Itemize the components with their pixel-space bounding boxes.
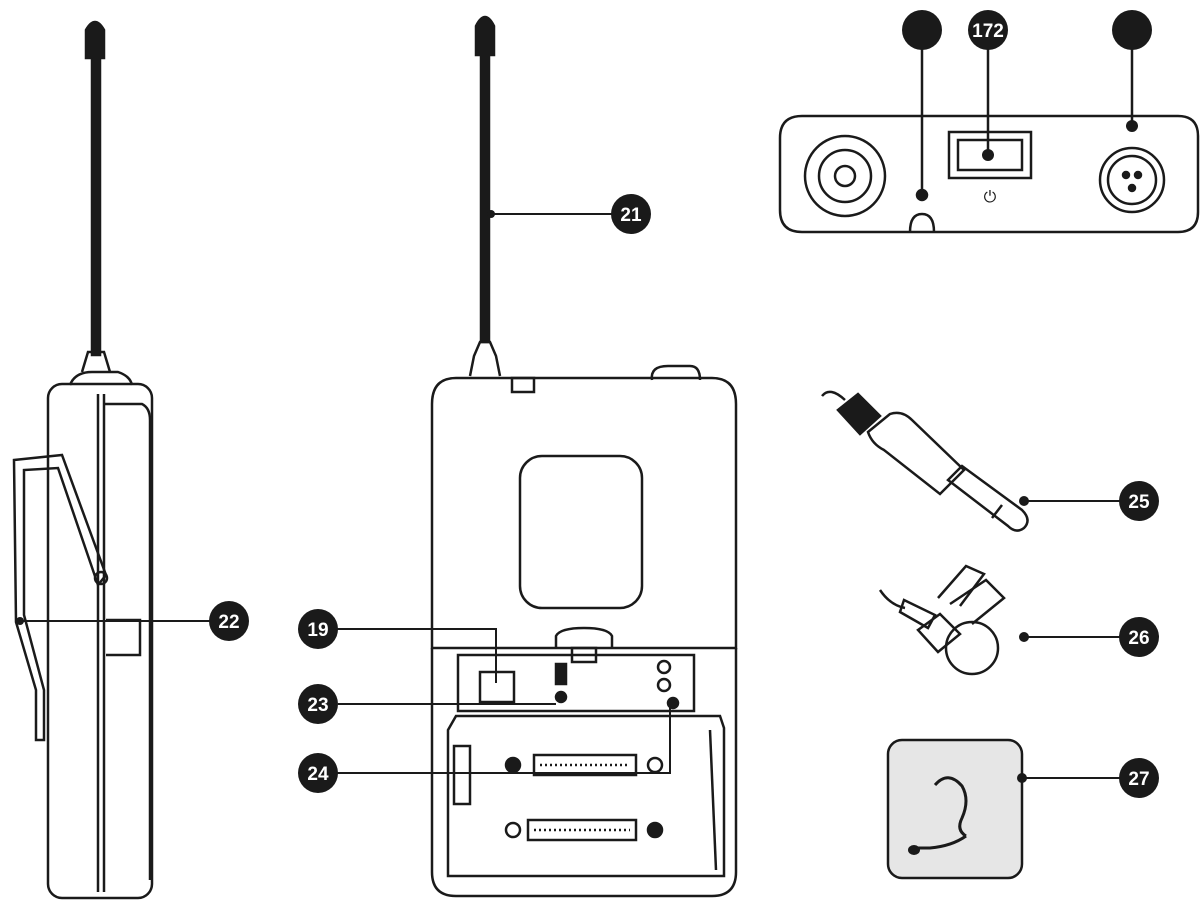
gain-knob bbox=[554, 690, 568, 704]
quarter-inch-plug bbox=[821, 390, 1029, 532]
mini-xlr-outer bbox=[1098, 146, 1166, 214]
front-antenna-tip bbox=[474, 15, 496, 57]
xlr-pin-1 bbox=[1121, 170, 1131, 180]
lav-clip-front bbox=[949, 578, 1006, 625]
xlr-pin-3 bbox=[1127, 183, 1137, 193]
callout-24-label: 24 bbox=[307, 764, 329, 785]
callout-19-marker bbox=[298, 609, 338, 649]
plug-ring bbox=[991, 504, 1003, 519]
bodypack-front-view bbox=[430, 15, 738, 898]
top-panel-view bbox=[778, 114, 1200, 234]
front-top-bump-left bbox=[510, 376, 536, 394]
top-panel-callouts: 172 bbox=[902, 10, 1152, 190]
headset-boom bbox=[916, 834, 967, 850]
lav-cable-relief bbox=[898, 598, 937, 630]
callout-27-label: 27 bbox=[1128, 769, 1149, 790]
xlr-leader-dot bbox=[1126, 120, 1138, 132]
battery-screw-2 bbox=[646, 756, 664, 774]
antenna-socket-mid bbox=[817, 148, 873, 204]
indicator-notch bbox=[908, 212, 936, 233]
callout-25-label: 25 bbox=[1128, 492, 1150, 513]
headset-mic-box bbox=[886, 738, 1024, 880]
front-upper-body bbox=[430, 376, 738, 650]
callout-23-label: 23 bbox=[307, 695, 328, 716]
callout-23-marker bbox=[298, 684, 338, 724]
lav-capsule bbox=[944, 620, 1000, 676]
dip-switch bbox=[554, 662, 568, 686]
leader-24 bbox=[336, 703, 671, 774]
front-antenna-base bbox=[468, 340, 502, 377]
callout-26-label: 26 bbox=[1128, 628, 1149, 649]
clip-pivot bbox=[93, 570, 109, 586]
dot-25 bbox=[1019, 496, 1029, 506]
battery-screw-4 bbox=[646, 821, 664, 839]
callout-led-marker bbox=[902, 10, 942, 50]
belt-clip bbox=[12, 453, 108, 742]
switch-leader-dot bbox=[982, 149, 994, 161]
side-top-cap bbox=[68, 370, 134, 386]
battery-screw-1 bbox=[504, 756, 522, 774]
headset-box-frame bbox=[886, 738, 1024, 880]
lav-body bbox=[916, 612, 962, 654]
compartment-edge bbox=[708, 729, 718, 871]
dot-21 bbox=[487, 210, 495, 218]
control-panel bbox=[456, 653, 696, 713]
antenna-socket-inner bbox=[833, 164, 857, 188]
side-step bbox=[106, 618, 142, 657]
plug-barrel bbox=[866, 411, 966, 496]
callout-25-marker bbox=[1119, 481, 1159, 521]
headset-capsule-icon bbox=[908, 845, 920, 855]
led-indicator bbox=[915, 188, 929, 202]
callout-xlr-marker bbox=[1112, 10, 1152, 50]
callout-markers: 21 22 19 23 24 25 26 27 bbox=[209, 194, 1159, 798]
plug-cable bbox=[821, 390, 846, 401]
battery-contact-bottom bbox=[526, 818, 638, 842]
callout-24-marker bbox=[298, 753, 338, 793]
xlr-pin-2 bbox=[1133, 170, 1143, 180]
front-antenna-rod bbox=[479, 55, 491, 344]
plug-shaft bbox=[946, 464, 1029, 532]
lavalier-mic bbox=[878, 564, 1006, 676]
front-window bbox=[518, 454, 644, 610]
antenna-socket-outer bbox=[803, 134, 887, 218]
top-panel-body bbox=[778, 114, 1200, 234]
side-antenna-base bbox=[80, 350, 112, 373]
callout-19-label: 19 bbox=[307, 620, 328, 641]
power-switch-frame bbox=[947, 130, 1033, 180]
dot-22 bbox=[16, 617, 24, 625]
dot-26 bbox=[1019, 632, 1029, 642]
front-lower-body bbox=[430, 648, 738, 898]
front-top-bump-right bbox=[650, 364, 702, 381]
callout-21-label: 21 bbox=[620, 205, 642, 226]
side-rear-panel bbox=[104, 402, 152, 880]
leader-19 bbox=[336, 628, 497, 683]
power-symbol-icon: ⏻ bbox=[984, 187, 997, 206]
power-switch bbox=[956, 138, 1024, 172]
battery-latch bbox=[452, 744, 472, 806]
dot-27 bbox=[1017, 773, 1027, 783]
callout-22-marker bbox=[209, 601, 249, 641]
leader-dots bbox=[16, 210, 1029, 783]
battery-screw-3 bbox=[504, 821, 522, 839]
battery-compartment bbox=[446, 714, 726, 878]
battery-contact-top bbox=[532, 753, 638, 777]
front-latch bbox=[554, 626, 614, 648]
panel-screw-top bbox=[656, 659, 672, 675]
callout-22-label: 22 bbox=[218, 612, 239, 633]
callout-26-marker bbox=[1119, 617, 1159, 657]
side-body bbox=[46, 382, 154, 900]
leader-lines bbox=[20, 213, 1120, 779]
callout-17-marker bbox=[968, 10, 1008, 50]
callout-17-label: 172 bbox=[972, 21, 1004, 42]
plug-strain-relief bbox=[836, 392, 882, 436]
side-antenna-tip bbox=[84, 20, 106, 60]
callout-27-marker bbox=[1119, 758, 1159, 798]
bodypack-side-view bbox=[12, 20, 154, 900]
mini-xlr-inner bbox=[1106, 154, 1158, 206]
side-antenna-rod bbox=[90, 58, 102, 357]
callout-21-marker bbox=[611, 194, 651, 234]
panel-screw-bottom bbox=[656, 677, 672, 693]
headset-earpiece bbox=[933, 776, 968, 838]
